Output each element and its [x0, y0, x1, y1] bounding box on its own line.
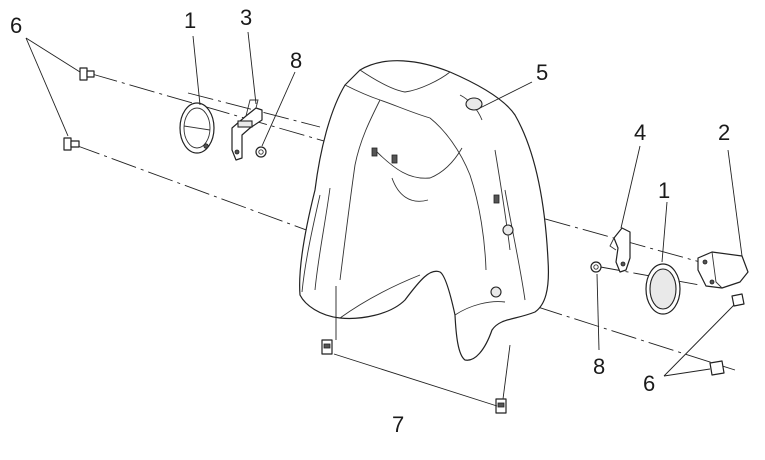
- bolt-icon: [709, 360, 725, 376]
- callout-8-right: 8: [593, 354, 605, 379]
- reflector-bracket-icon: [609, 227, 631, 273]
- round-reflector-icon: [645, 263, 681, 315]
- bolt-icon: [731, 293, 745, 307]
- callout-8-left: 8: [290, 48, 302, 73]
- bolt-icon: [63, 137, 80, 151]
- clip-nut-icon: [495, 398, 507, 414]
- reflector-bracket-icon: [231, 99, 263, 161]
- callout-3: 3: [240, 5, 252, 30]
- mounting-plate-icon: [697, 251, 749, 289]
- nut-icon: [255, 146, 267, 158]
- front-fender-icon: [299, 60, 550, 361]
- bolt-icon: [79, 67, 95, 81]
- callout-4: 4: [634, 120, 646, 145]
- callout-6-right: 6: [643, 371, 655, 396]
- round-reflector-icon: [179, 102, 215, 154]
- clip-nut-icon: [321, 339, 333, 355]
- nut-icon: [590, 261, 602, 273]
- callout-5: 5: [536, 60, 548, 85]
- callout-labels: 1 3 8 6 5 4 2 1 8 6 7: [10, 5, 730, 437]
- leader-lines: [25, 31, 743, 407]
- callout-2: 2: [718, 120, 730, 145]
- callout-1-right: 1: [658, 178, 670, 203]
- callout-1-left: 1: [184, 8, 196, 33]
- callout-7: 7: [392, 412, 404, 437]
- callout-6-left: 6: [10, 13, 22, 38]
